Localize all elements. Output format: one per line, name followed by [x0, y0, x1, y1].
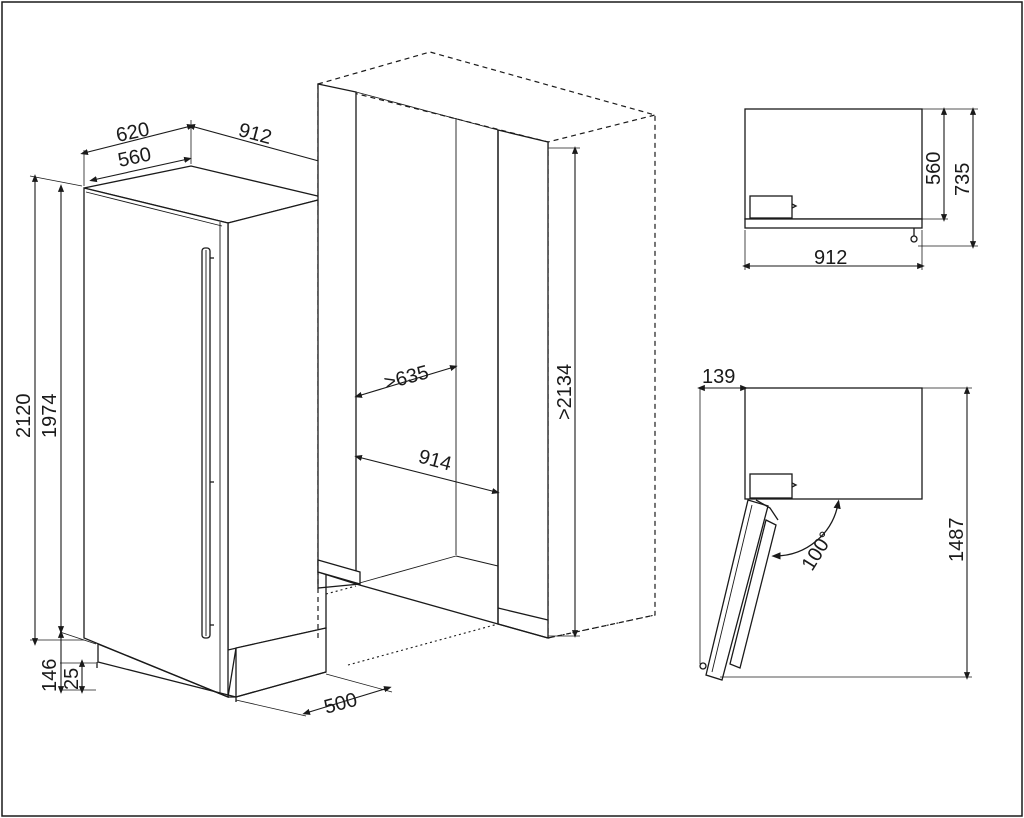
dim-width-top: 912 — [187, 119, 330, 165]
top-view: 560 735 912 — [742, 107, 978, 270]
label-niche-depth: 914 — [416, 446, 454, 476]
label-top-body-depth: 560 — [923, 152, 945, 185]
label-niche-height: >2134 — [554, 364, 576, 420]
niche-3d-view — [317, 51, 656, 666]
label-top-total-depth: 735 — [952, 163, 974, 196]
open-door — [705, 499, 769, 681]
door-open-view: 100° 139 1487 — [697, 366, 972, 681]
label-height-total: 2120 — [13, 394, 35, 439]
plinth — [97, 627, 327, 698]
label-foot-height: 25 — [61, 668, 83, 690]
label-door-open-depth: 1487 — [946, 518, 968, 563]
label-depth-total: 620 — [114, 118, 151, 146]
dim-niche-height: >2134 — [548, 146, 580, 638]
label-door-offset: 139 — [702, 366, 735, 388]
dim-niche-width: >635 — [354, 361, 458, 398]
dim-heights: 2120 1974 146 25 — [13, 174, 97, 694]
label-plinth-depth: 500 — [322, 689, 360, 719]
label-niche-width: >635 — [382, 361, 431, 394]
appliance-3d-view — [83, 165, 327, 702]
dim-niche-depth: 914 — [354, 446, 500, 495]
label-width-top: 912 — [236, 119, 274, 149]
label-door-angle: 100° — [798, 528, 839, 575]
label-height-body: 1974 — [39, 394, 61, 439]
label-top-width: 912 — [814, 247, 847, 269]
label-plinth-height: 146 — [39, 659, 61, 692]
